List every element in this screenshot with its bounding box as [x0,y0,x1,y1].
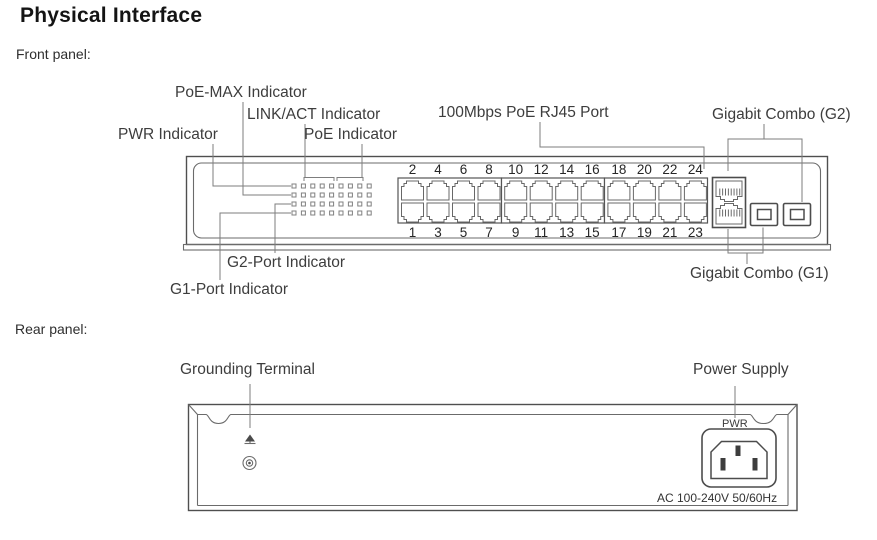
label-gigabit-combo-g1: Gigabit Combo (G1) [690,265,829,282]
label-grounding-terminal: Grounding Terminal [180,361,315,378]
label-rj45-port: 100Mbps PoE RJ45 Port [438,104,609,121]
label-power-supply: Power Supply [693,361,789,378]
port-number: 19 [636,225,652,240]
port-number: 4 [434,162,442,177]
port-number: 22 [662,162,678,177]
port-number: 23 [687,225,703,240]
led-group-brackets [303,177,364,181]
label-pwr-inlet: PWR [722,418,748,430]
rear-panel-outline [187,403,798,512]
rj45-port-icons [401,180,707,223]
port-number: 12 [533,162,549,177]
port-number: 18 [611,162,627,177]
port-number: 7 [485,225,493,240]
label-g1-port-indicator: G1-Port Indicator [170,281,289,298]
label-poe-indicator: PoE Indicator [304,126,398,143]
port-number: 20 [636,162,652,177]
label-pwr-indicator: PWR Indicator [118,126,218,143]
port-number: 13 [559,225,575,240]
page-title: Physical Interface [20,4,203,27]
port-number: 15 [584,225,600,240]
label-link-act-indicator: LINK/ACT Indicator [247,106,381,123]
port-number: 14 [559,162,575,177]
port-number: 24 [687,162,703,177]
label-poe-max-indicator: PoE-MAX Indicator [175,84,307,101]
port-number: 17 [611,225,627,240]
port-number: 8 [485,162,493,177]
port-number: 11 [534,225,549,240]
sfp-slot-g2-icon [782,202,812,227]
port-number: 10 [508,162,524,177]
label-gigabit-combo-g2: Gigabit Combo (G2) [712,106,851,123]
label-ac-rating: AC 100-240V 50/60Hz [657,491,778,505]
port-number: 3 [434,225,442,240]
front-panel-section-label: Front panel: [16,46,91,62]
grounding-screw-icon [242,455,257,471]
sfp-slot-g1-icon [749,202,779,227]
rear-leader-lines [249,384,736,428]
power-inlet-icon [701,428,777,488]
port-number: 1 [408,225,417,240]
front-leader-lines [212,102,803,280]
led-matrix [291,183,372,216]
port-number: 9 [511,225,520,240]
rear-panel-section-label: Rear panel: [15,321,88,337]
combo-rj45-port-icon [711,176,747,229]
grounding-icon [244,434,256,445]
port-number: 21 [662,225,678,240]
port-number: 5 [459,225,468,240]
port-number: 2 [408,162,417,177]
port-number: 16 [584,162,600,177]
port-number: 6 [459,162,468,177]
label-g2-port-indicator: G2-Port Indicator [227,254,346,271]
